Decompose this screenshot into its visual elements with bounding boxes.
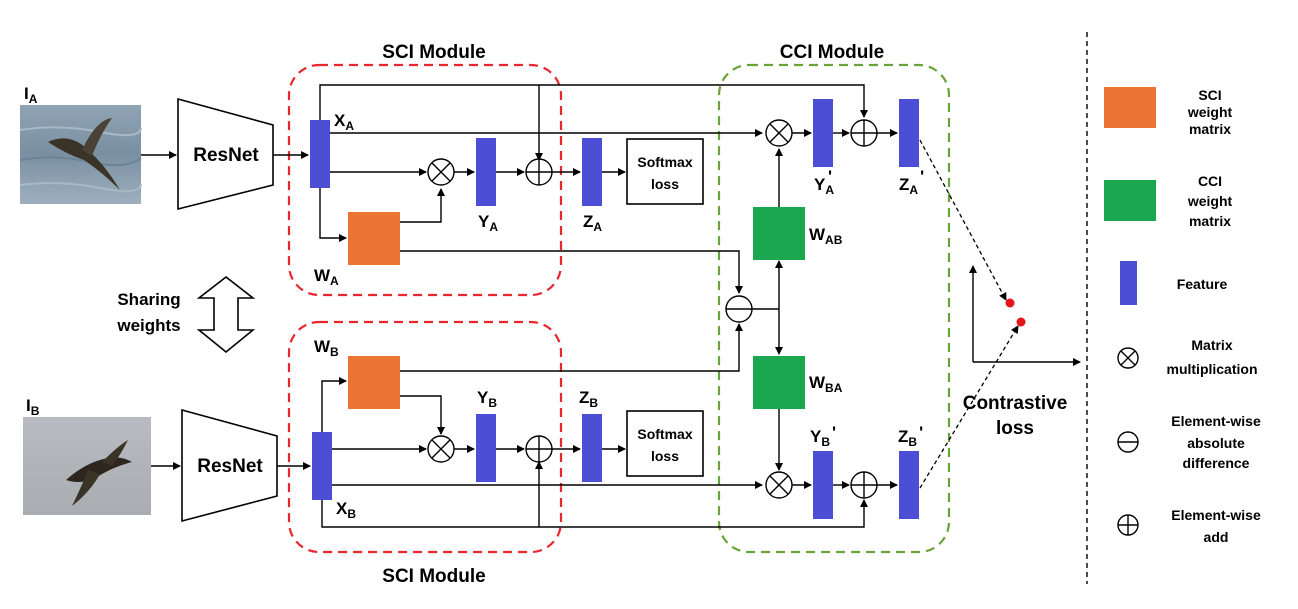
legend-cci-line2: weight (1187, 193, 1233, 209)
legend-matmul-line1: Matrix (1191, 337, 1232, 353)
legend-cci-line3: matrix (1189, 213, 1231, 229)
dashed-arrow-zb-prime (919, 325, 1019, 489)
label-ya: YA (478, 212, 498, 234)
cci-module-title: CCI Module (780, 42, 885, 63)
label-za: ZA (583, 212, 602, 234)
label-yb-prime: YB' (810, 423, 836, 449)
contrastive-loss-line2: loss (996, 418, 1034, 439)
label-zb-prime: ZB' (898, 423, 923, 449)
legend-absdiff-line1: Element-wise (1171, 413, 1261, 429)
legend-sci-line1: SCI (1198, 87, 1221, 103)
label-xb: XB (336, 499, 356, 521)
cci-weight-wba (753, 356, 805, 409)
feature-za (582, 138, 602, 206)
sharing-weights-label-2: weights (116, 316, 180, 335)
label-ya-prime: YA' (814, 167, 834, 197)
legend-cci-line1: CCI (1198, 173, 1222, 189)
sharing-weights-label-1: Sharing (117, 290, 180, 309)
feature-zb (582, 414, 602, 482)
sci-module-top-title: SCI Module (382, 42, 485, 63)
wire-xa-to-wa (319, 188, 347, 242)
label-xa: XA (334, 111, 354, 133)
sci-module-bottom-border (287, 320, 563, 554)
sci-weight-wb (348, 356, 400, 409)
wire-xb-skip-bottom (321, 499, 868, 528)
legend-add-line1: Element-wise (1171, 507, 1261, 523)
label-za-prime: ZA' (899, 167, 924, 197)
embedding-point-b (1016, 317, 1026, 327)
resnet-top-label: ResNet (193, 145, 259, 166)
feature-yb-prime (813, 451, 833, 519)
legend-absdiff-line2: absolute (1187, 435, 1245, 451)
legend-cci-swatch (1104, 180, 1156, 221)
feature-yb (476, 414, 496, 482)
softmax-loss-top (626, 138, 704, 205)
resnet-top-block (177, 97, 274, 211)
softmax-bottom-line1: Softmax (637, 426, 692, 442)
wire-wa-to-matmul (400, 188, 445, 223)
feature-ya-prime (813, 99, 833, 167)
label-wb: WB (314, 337, 339, 359)
feature-zb-prime (899, 451, 919, 519)
legend-sci-line3: matrix (1189, 121, 1231, 137)
feature-ya (476, 138, 496, 206)
legend-matmul-line2: multiplication (1167, 361, 1258, 377)
label-yb: YB (477, 388, 497, 410)
resnet-bottom-block (181, 408, 278, 523)
resnet-bottom-label: ResNet (197, 456, 263, 477)
legend-feature-label: Feature (1177, 276, 1228, 292)
dashed-arrow-za-prime (919, 139, 1007, 301)
sci-module-top-border (287, 63, 563, 297)
legend-sci-line2: weight (1187, 104, 1233, 120)
contrastive-loss-line1: Contrastive (963, 393, 1068, 414)
wire-wb-to-absdiff (400, 323, 743, 372)
label-zb: ZB (579, 388, 598, 410)
wire-xb-to-wb (321, 377, 347, 432)
input-image-b (23, 417, 151, 515)
wire-xa-skip-top (319, 84, 868, 120)
input-image-a (19, 105, 142, 204)
feature-za-prime (899, 99, 919, 167)
legend-add-line2: add (1204, 529, 1229, 545)
legend-feature-swatch (1120, 261, 1137, 305)
wire-wa-to-absdiff (400, 250, 743, 294)
image-a-label: IA (24, 84, 38, 106)
wire-wb-to-matmul (400, 395, 445, 435)
sci-module-bottom-title: SCI Module (382, 566, 485, 587)
embedding-point-a (1005, 298, 1015, 308)
sci-weight-wa (348, 212, 400, 265)
softmax-top-line2: loss (651, 176, 679, 192)
cci-weight-wab (753, 207, 805, 260)
label-wa: WA (314, 266, 339, 288)
feature-xb (312, 432, 332, 500)
legend-absdiff-line3: difference (1183, 455, 1250, 471)
feature-xa (310, 120, 330, 188)
softmax-loss-bottom (626, 410, 704, 477)
legend-sci-swatch (1104, 87, 1156, 128)
softmax-bottom-line2: loss (651, 448, 679, 464)
label-wba: WBA (809, 373, 843, 395)
sharing-weights-double-arrow (196, 275, 256, 354)
softmax-top-line1: Softmax (637, 154, 692, 170)
image-b-label: IB (26, 396, 40, 418)
label-wab: WAB (809, 225, 843, 247)
